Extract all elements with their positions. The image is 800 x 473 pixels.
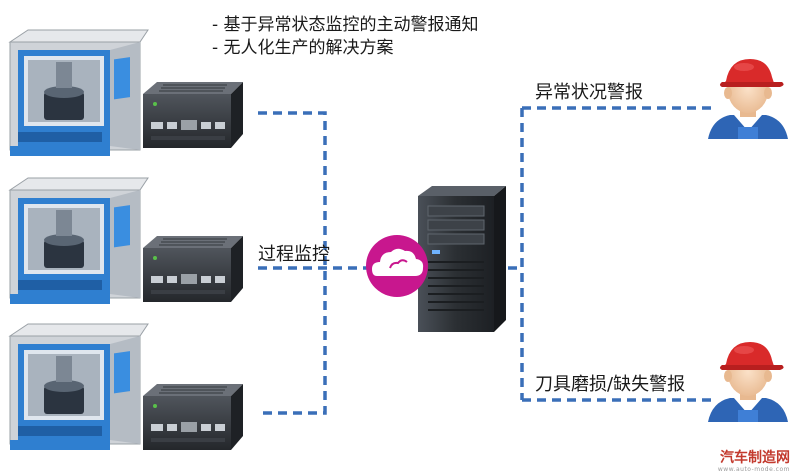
cloud-icon (366, 235, 428, 297)
label-anomaly-alert: 异常状况警报 (535, 82, 643, 103)
machines-bus-line (258, 111, 327, 415)
cnc-machine-icon (9, 323, 149, 451)
machine-unit-3 (9, 323, 244, 451)
label-tool-alert: 刀具磨损/缺失警报 (535, 374, 686, 395)
controller-box-icon (142, 383, 244, 451)
watermark-url: www.auto-mode.com (717, 466, 790, 473)
controller-box-icon (142, 235, 244, 303)
connector-lines (258, 106, 712, 415)
worker-icon (708, 342, 788, 422)
watermark-logo: 汽车制造网 (720, 450, 790, 466)
bullet-proactive-alert: - 基于异常状态监控的主动警报通知 (212, 15, 479, 35)
worker-icon (708, 59, 788, 139)
bullet-unmanned-production: - 无人化生产的解决方案 (212, 38, 394, 58)
cnc-machine-icon (9, 177, 149, 305)
controller-box-icon (142, 81, 244, 149)
machine-unit-2 (9, 177, 244, 305)
machine-unit-1 (9, 29, 244, 157)
cnc-machine-icon (9, 29, 149, 157)
label-process-monitoring: 过程监控 (258, 244, 330, 265)
server-tower-icon (418, 186, 506, 332)
